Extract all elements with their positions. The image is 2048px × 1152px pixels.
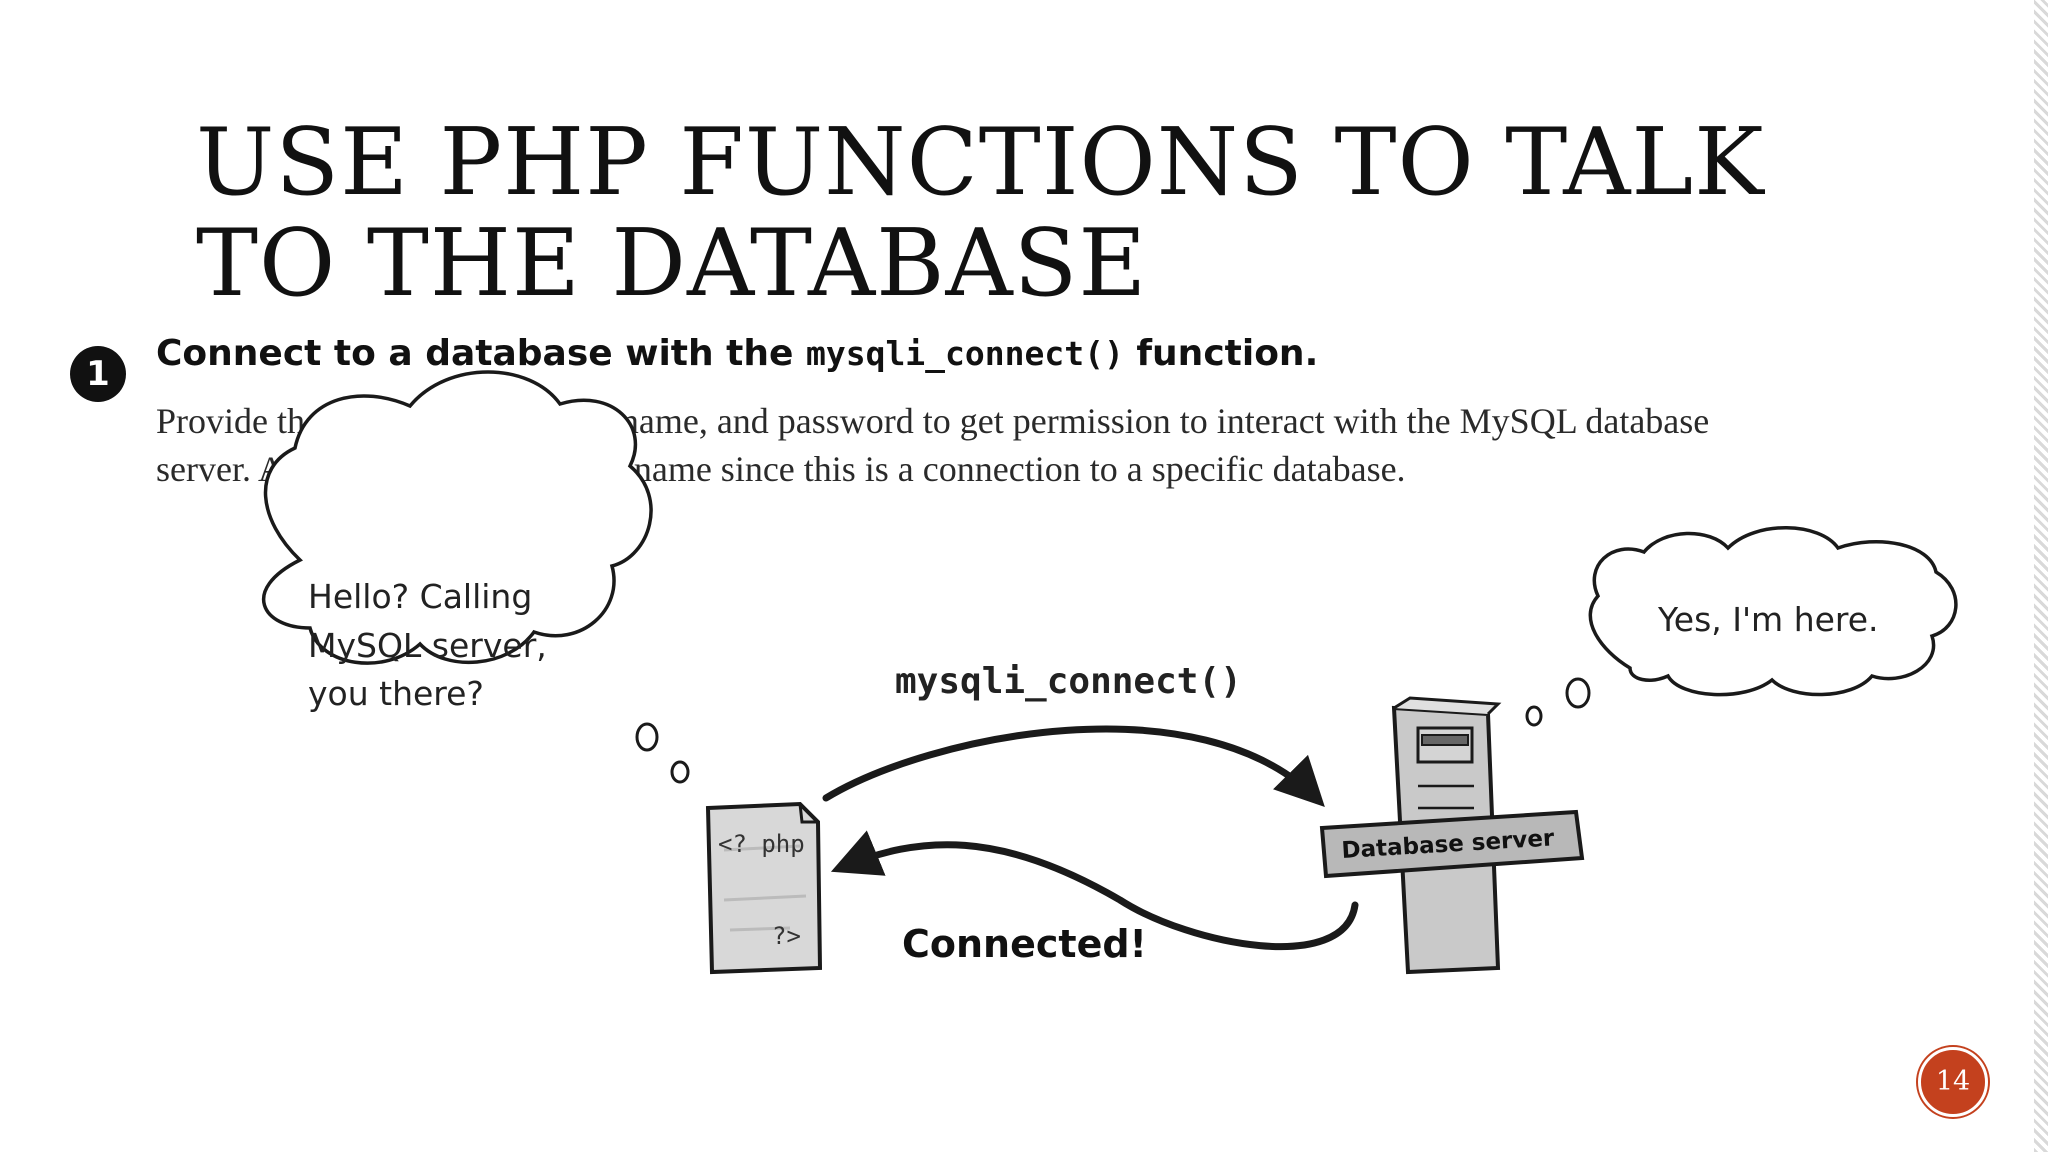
database-server: Database server [1322, 698, 1582, 972]
php-thought-dot-small [672, 762, 688, 782]
server-thought-dot-large [1567, 679, 1589, 707]
server-thought-dot-small [1527, 707, 1541, 725]
page-number-badge: 14 [1918, 1047, 1988, 1117]
server-thought-bubble: Yes, I'm here. [1527, 528, 1956, 725]
php-thought-bubble: Hello? Calling MySQL server, you there? [264, 372, 688, 782]
server-bubble-text: Yes, I'm here. [1657, 600, 1879, 639]
php-thought-dot-large [637, 724, 657, 750]
php-open-tag: <? php [718, 830, 805, 858]
server-drive-slot [1422, 735, 1468, 745]
php-cloud-shape [264, 372, 651, 663]
php-bubble-line-3: you there? [308, 674, 484, 713]
php-script-file: <? php ?> [708, 804, 820, 972]
php-bubble-line-2: MySQL server, [308, 626, 547, 665]
php-close-tag: ?> [772, 922, 801, 950]
request-arrow [826, 729, 1318, 800]
request-label: mysqli_connect() [895, 661, 1242, 702]
php-bubble-line-1: Hello? Calling [308, 577, 532, 616]
response-label: Connected! [902, 922, 1147, 966]
